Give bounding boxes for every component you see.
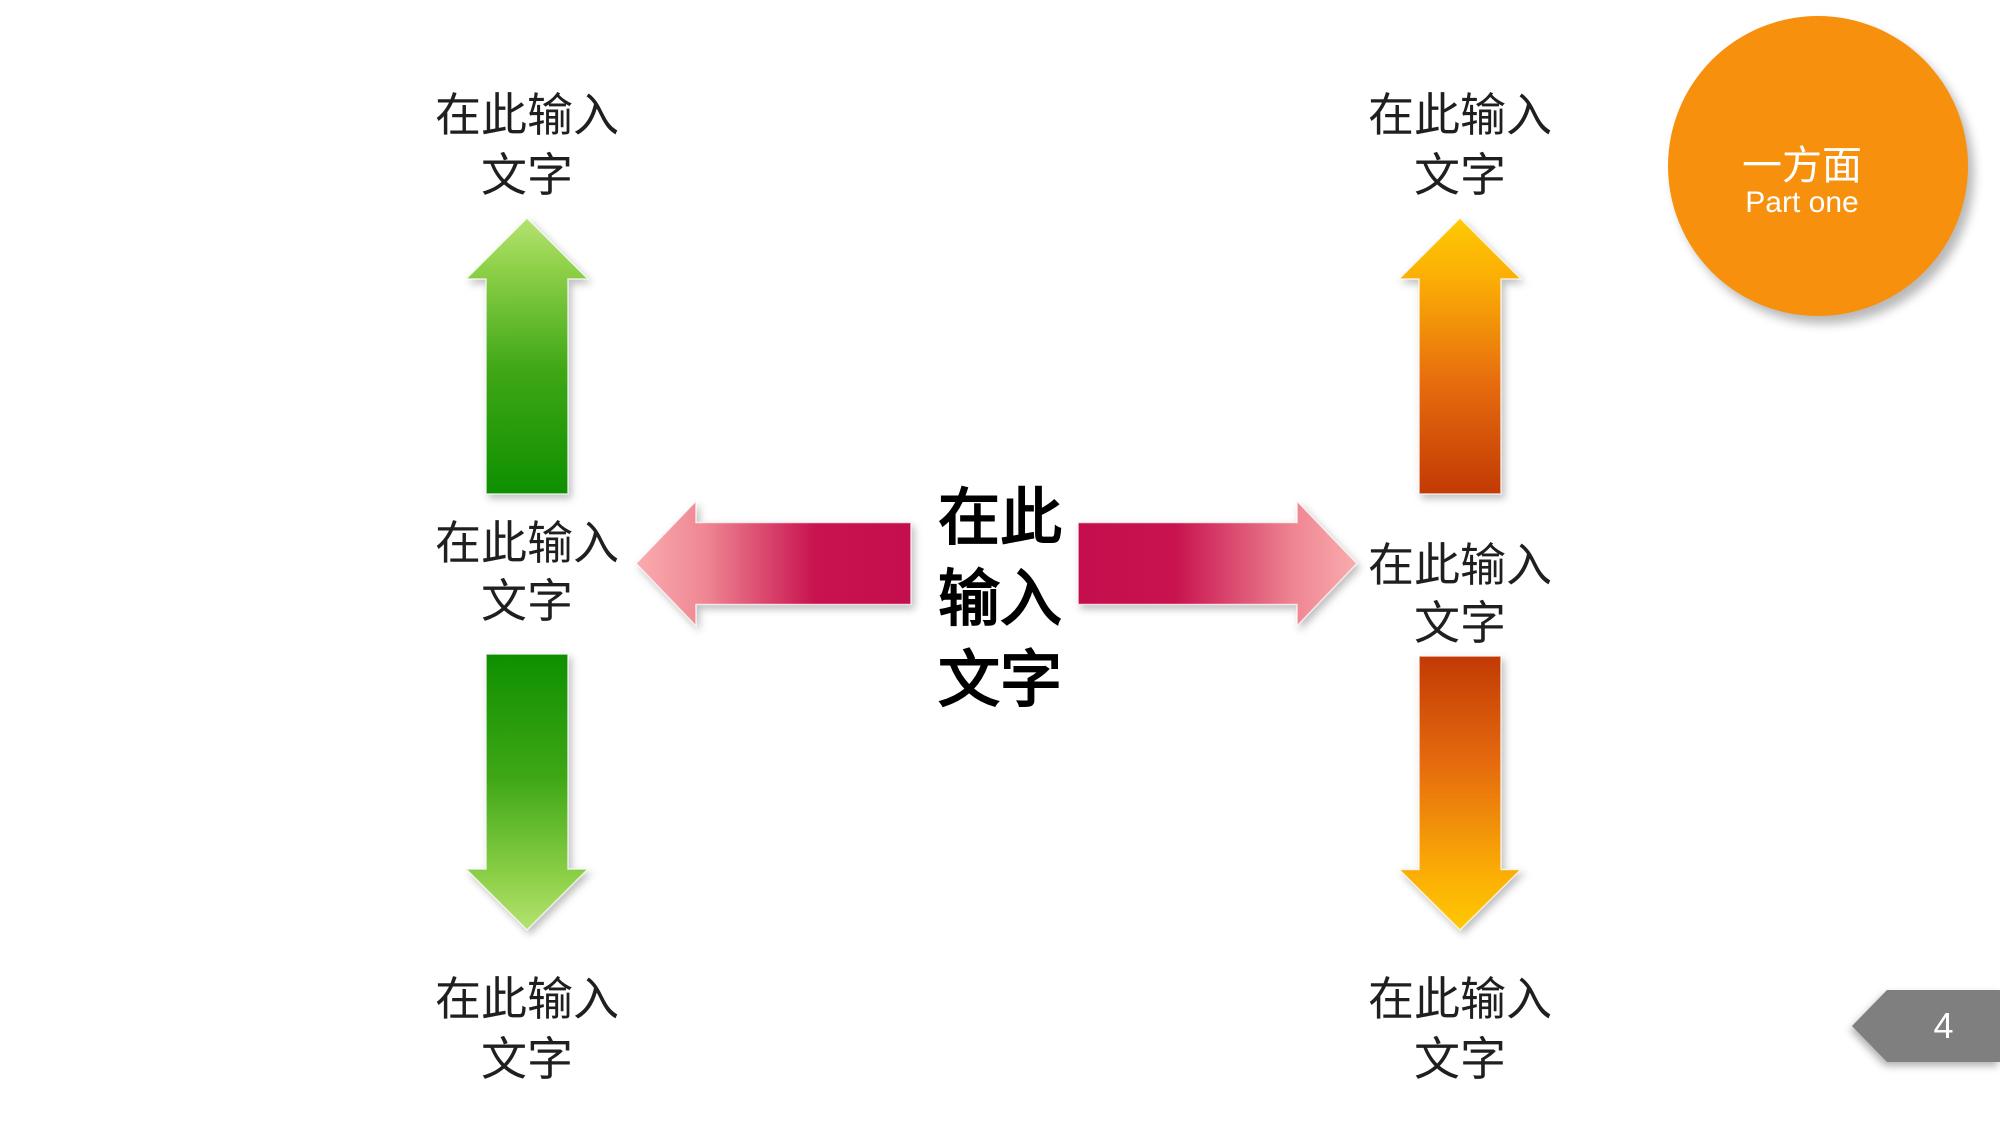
label-left-top: 在此输入 文字 bbox=[435, 89, 619, 201]
part-badge-title: 一方面 bbox=[1742, 144, 1862, 188]
part-badge-subtitle: Part one bbox=[1745, 186, 1859, 219]
label-left-middle: 在此输入 文字 bbox=[435, 517, 619, 627]
orange-down-arrow bbox=[1398, 655, 1522, 931]
part-badge-circle: 一方面 Part one bbox=[1668, 16, 1968, 316]
orange-up-arrow bbox=[1398, 217, 1522, 495]
part-badge-text: 一方面 Part one bbox=[1742, 145, 1862, 219]
green-up-arrow bbox=[465, 217, 589, 495]
pink-right-arrow bbox=[1077, 500, 1358, 627]
label-right-top: 在此输入 文字 bbox=[1368, 89, 1552, 201]
center-title: 在此 输入 文字 bbox=[937, 484, 1062, 715]
pink-left-arrow bbox=[635, 500, 912, 627]
label-right-middle: 在此输入 文字 bbox=[1368, 539, 1552, 649]
green-down-arrow bbox=[465, 653, 589, 931]
page-number-banner: 4 bbox=[1852, 990, 2000, 1062]
page-number: 4 bbox=[1933, 1005, 1954, 1046]
label-right-bottom: 在此输入 文字 bbox=[1368, 973, 1552, 1085]
label-left-bottom: 在此输入 文字 bbox=[435, 973, 619, 1085]
